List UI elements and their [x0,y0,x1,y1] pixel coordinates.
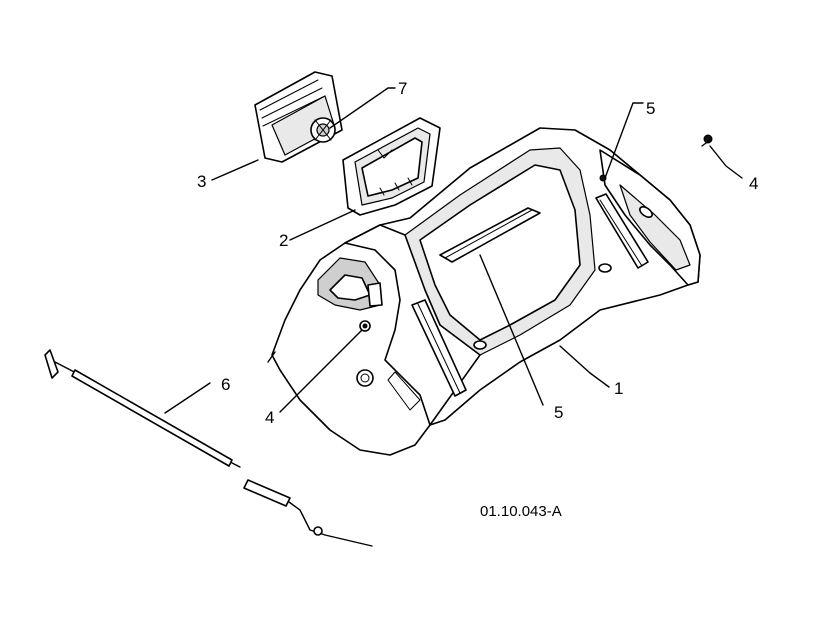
headlight-frame [342,117,441,216]
callout-labels: 1 2 3 4 4 5 5 6 7 [197,79,758,427]
callout-2: 2 [279,231,288,250]
screw-part [701,134,713,147]
cable-assembly [44,349,373,547]
callout-3: 3 [197,172,206,191]
headlight-lamp [254,71,343,163]
callout-1: 1 [614,379,623,398]
callout-5-center: 5 [554,403,563,422]
callout-6: 6 [221,375,230,394]
hood-shroud [267,127,701,456]
callout-5-top: 5 [646,99,655,118]
reference-code: 01.10.043-A [480,503,562,520]
callout-4-right: 4 [749,174,758,193]
callout-7: 7 [398,79,407,98]
callout-4-left: 4 [265,408,274,427]
leader-lines [164,87,743,414]
